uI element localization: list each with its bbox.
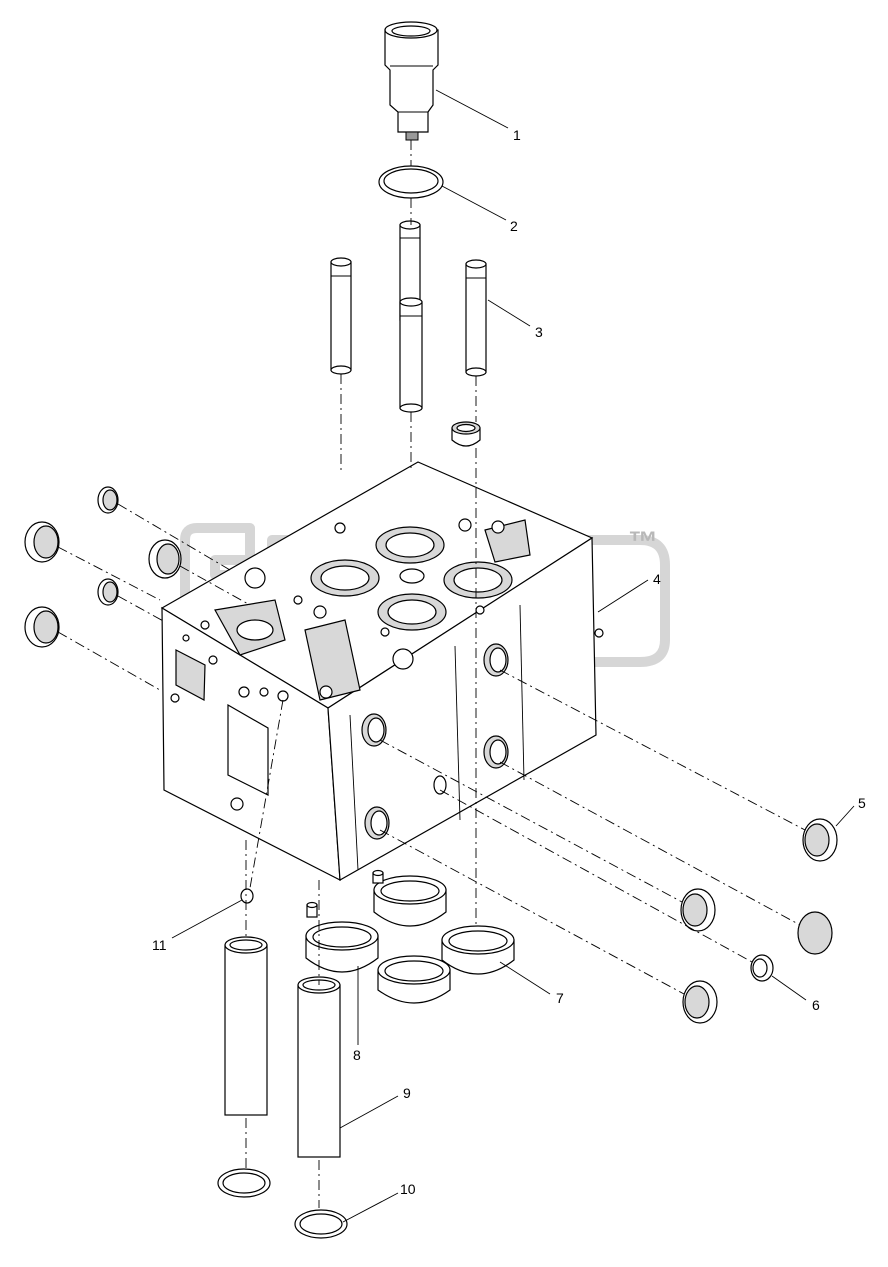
part-o-rings-bottom <box>217 1168 348 1239</box>
callout-11: 11 <box>152 937 167 953</box>
callouts: 1 2 3 4 5 6 7 8 9 10 11 <box>152 127 866 1197</box>
part-side-plugs-right <box>680 818 838 1024</box>
callout-3: 3 <box>535 324 543 340</box>
callout-7: 7 <box>556 990 564 1006</box>
callout-2: 2 <box>510 218 518 234</box>
callout-1: 1 <box>513 127 521 143</box>
part-valve-guides <box>330 220 487 413</box>
callout-5: 5 <box>858 795 866 811</box>
part-seat-insert-top <box>451 421 481 447</box>
part-tubes <box>224 936 341 1158</box>
cylinder-head-block <box>160 461 604 882</box>
part-injector-sleeve <box>384 21 439 141</box>
callout-10: 10 <box>400 1181 416 1197</box>
assembly-centerlines <box>57 140 806 1208</box>
part-valve-seat-rings <box>305 875 515 1004</box>
part-o-ring-top <box>378 165 444 199</box>
callout-6: 6 <box>812 997 820 1013</box>
callout-9: 9 <box>403 1085 411 1101</box>
leader-lines <box>171 89 855 1223</box>
part-side-plugs-left <box>24 486 182 648</box>
trademark-mark: ™ <box>628 526 658 559</box>
part-dowel-pins <box>240 869 384 918</box>
callout-8: 8 <box>353 1047 361 1063</box>
callout-4: 4 <box>653 571 661 587</box>
